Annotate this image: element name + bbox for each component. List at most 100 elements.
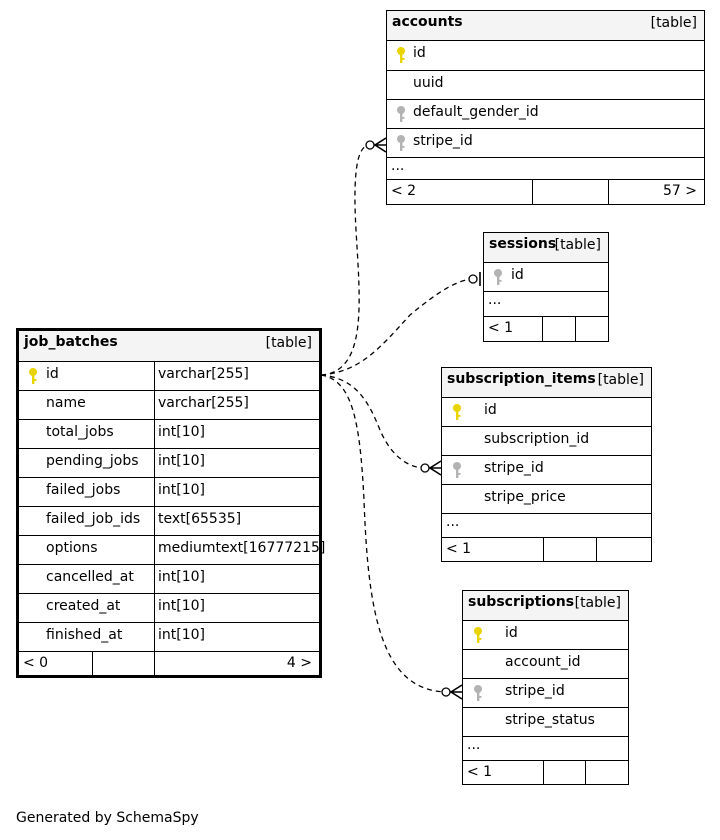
column-type: int[10] (158, 627, 205, 643)
table-footer: < 1 (463, 760, 628, 784)
ellipsis: ... (488, 292, 502, 308)
column-name: total_jobs (46, 424, 114, 440)
table-name: sessions (489, 236, 557, 252)
table-subscriptions[interactable]: subscriptions [table] id account_id stri… (462, 590, 629, 785)
column-name: cancelled_at (46, 569, 134, 585)
children-count[interactable]: 4 > (286, 655, 312, 671)
column-divider (154, 362, 155, 390)
column-type: mediumtext[16777215] (158, 540, 326, 556)
column-name: name (46, 395, 86, 411)
column-name: id (511, 267, 524, 283)
table-type-tag: [table] (650, 15, 697, 31)
foreign-key-icon (450, 461, 464, 483)
column-row[interactable]: default_gender_id (387, 99, 704, 128)
column-row[interactable]: failed_jobs int[10] (19, 477, 319, 506)
column-name: uuid (413, 75, 444, 91)
column-type: int[10] (158, 598, 205, 614)
table-footer: < 1 (484, 316, 608, 341)
column-row[interactable]: id (484, 262, 608, 291)
column-row[interactable]: stripe_id (463, 678, 628, 707)
foreign-key-icon (471, 684, 485, 706)
table-footer: < 1 (442, 537, 651, 561)
column-row[interactable]: id (442, 397, 651, 426)
parents-count[interactable]: < 1 (467, 764, 493, 780)
edge-job-batches-to-subscriptions (320, 374, 447, 693)
column-name: id (413, 45, 426, 61)
foreign-key-icon (394, 105, 408, 127)
column-name: stripe_price (484, 489, 566, 505)
edge-job-batches-to-sessions (320, 278, 474, 376)
column-row[interactable]: failed_job_ids text[65535] (19, 506, 319, 535)
table-header: job_batches [table] (19, 331, 319, 361)
edge-end-subscriptions (441, 687, 451, 697)
column-name: stripe_id (505, 683, 565, 699)
column-row[interactable]: stripe_status (463, 707, 628, 736)
table-type-tag: [table] (265, 335, 312, 351)
more-columns-row: ... (442, 513, 651, 537)
crowfoot-subscriptions (449, 684, 463, 700)
column-row[interactable]: name varchar[255] (19, 390, 319, 419)
column-divider (154, 594, 155, 622)
column-row[interactable]: id (463, 620, 628, 649)
table-job-batches[interactable]: job_batches [table] id varchar[255] name… (16, 328, 325, 678)
column-row[interactable]: finished_at int[10] (19, 622, 319, 651)
table-subscription-items[interactable]: subscription_items [table] id subscripti… (441, 367, 652, 562)
column-row[interactable]: pending_jobs int[10] (19, 448, 319, 477)
column-name: id (484, 402, 497, 418)
table-header: accounts [table] (387, 11, 704, 40)
column-name: stripe_status (505, 712, 595, 728)
column-name: finished_at (46, 627, 123, 643)
footer-divider (543, 538, 544, 561)
column-divider (154, 420, 155, 448)
edge-end-sessions (468, 274, 478, 284)
table-footer: < 2 57 > (387, 179, 704, 204)
column-row[interactable]: total_jobs int[10] (19, 419, 319, 448)
footer-divider (608, 180, 609, 204)
table-header: sessions [table] (484, 233, 608, 262)
table-sessions[interactable]: sessions [table] id ... < 1 (483, 232, 609, 342)
column-row[interactable]: id varchar[255] (19, 361, 319, 390)
edge-end-accounts (365, 140, 375, 150)
column-name: failed_jobs (46, 482, 121, 498)
column-name: id (505, 625, 518, 641)
primary-key-icon (471, 626, 485, 648)
children-count[interactable]: 57 > (663, 183, 697, 199)
parents-count[interactable]: < 2 (391, 183, 417, 199)
ellipsis: ... (467, 737, 481, 753)
column-name: failed_job_ids (46, 511, 141, 527)
table-accounts[interactable]: accounts [table] id uuid default_gender_… (386, 10, 705, 205)
column-row[interactable]: created_at int[10] (19, 593, 319, 622)
column-divider (154, 623, 155, 651)
column-row[interactable]: subscription_id (442, 426, 651, 455)
column-name: id (46, 366, 59, 382)
column-name: pending_jobs (46, 453, 139, 469)
parents-count[interactable]: < 1 (446, 541, 472, 557)
column-type: int[10] (158, 424, 205, 440)
column-row[interactable]: stripe_id (442, 455, 651, 484)
footer-divider (575, 317, 576, 341)
crowfoot-accounts (373, 137, 387, 153)
column-name: created_at (46, 598, 121, 614)
table-header: subscriptions [table] (463, 591, 628, 620)
column-row[interactable]: uuid (387, 70, 704, 99)
table-name: subscriptions (468, 594, 575, 610)
column-row[interactable]: id (387, 40, 704, 70)
foreign-key-icon (394, 134, 408, 156)
column-row[interactable]: cancelled_at int[10] (19, 564, 319, 593)
column-divider (154, 507, 155, 535)
parents-count[interactable]: < 1 (488, 320, 514, 336)
column-row[interactable]: stripe_id (387, 128, 704, 157)
column-type: varchar[255] (158, 366, 249, 382)
column-type: int[10] (158, 453, 205, 469)
column-row[interactable]: account_id (463, 649, 628, 678)
parents-count[interactable]: < 0 (23, 655, 49, 671)
footer-divider (92, 652, 93, 675)
footer-divider (543, 761, 544, 784)
column-divider (154, 391, 155, 419)
column-row[interactable]: stripe_price (442, 484, 651, 513)
table-name: accounts (392, 14, 463, 30)
column-row[interactable]: options mediumtext[16777215] (19, 535, 325, 564)
column-type: varchar[255] (158, 395, 249, 411)
column-divider (154, 478, 155, 506)
column-type: text[65535] (158, 511, 242, 527)
